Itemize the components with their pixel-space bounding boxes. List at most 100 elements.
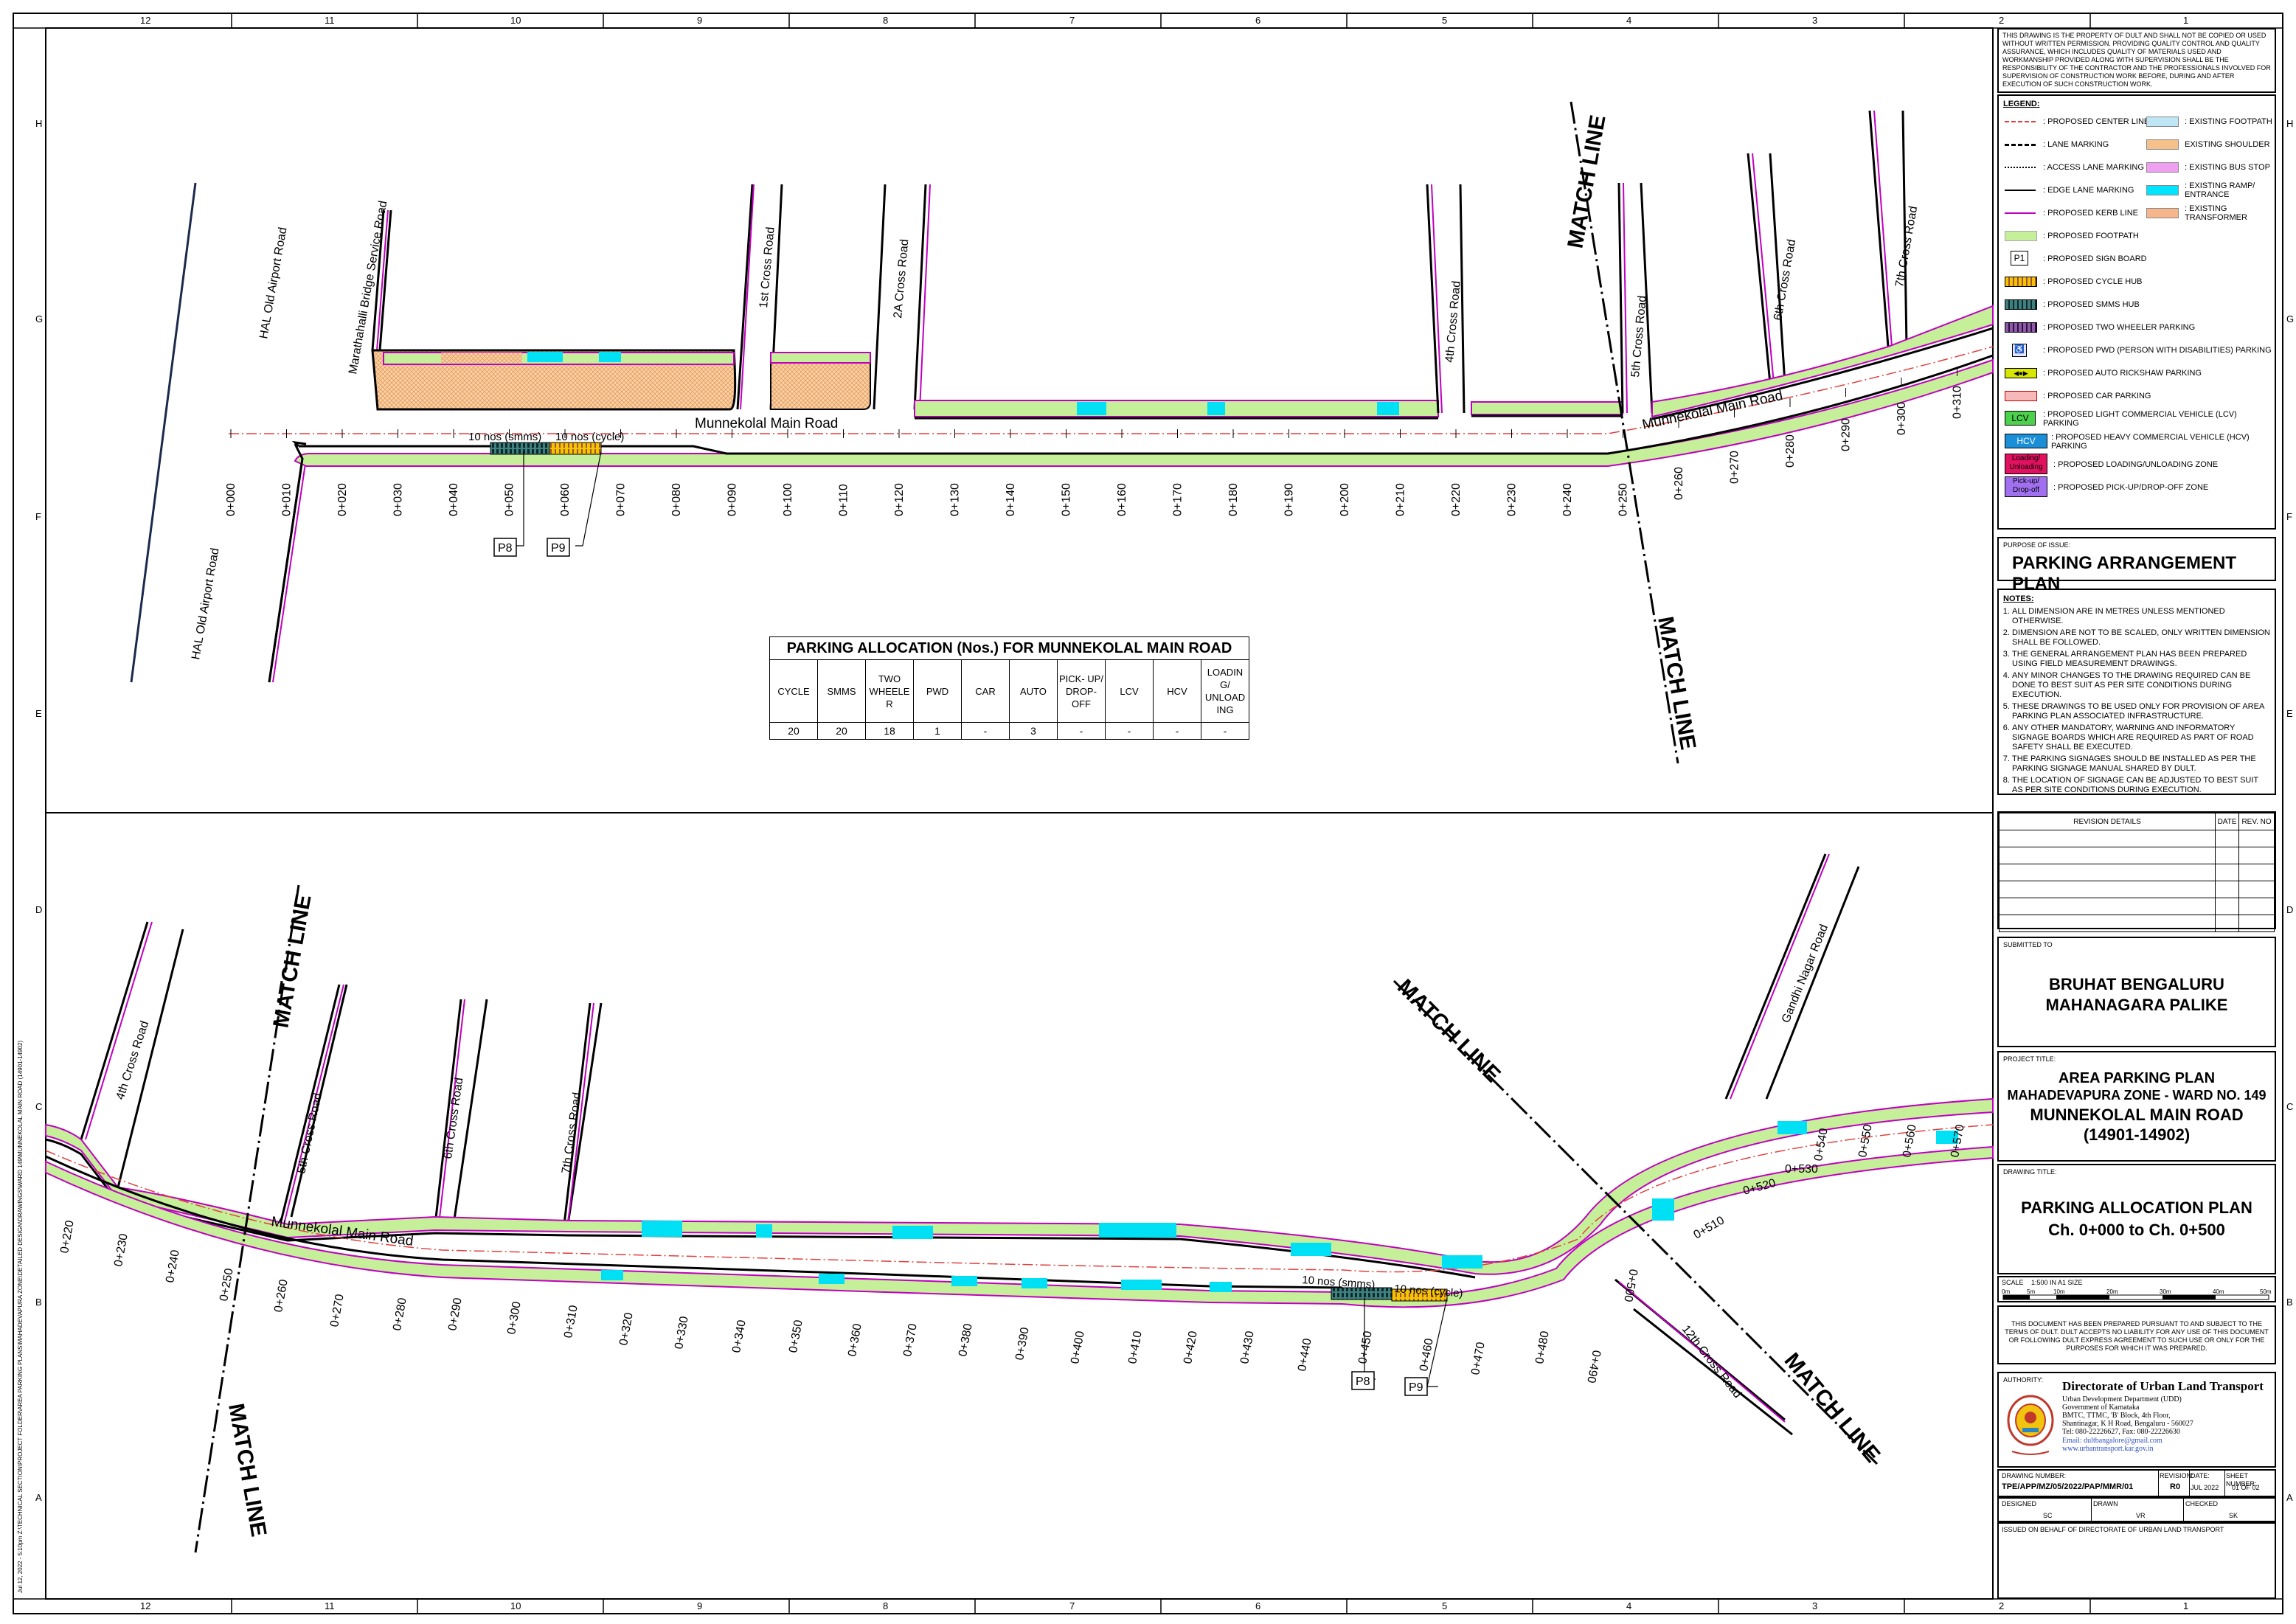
project-box: PROJECT TITLE: AREA PARKING PLAN MAHADEV… bbox=[1997, 1051, 2276, 1162]
legend-item-car: : PROPOSED CAR PARKING bbox=[2005, 388, 2151, 404]
grid-col-top: 3 bbox=[1812, 15, 1817, 26]
note-item: THE LOCATION OF SIGNAGE CAN BE ADJUSTED … bbox=[2012, 776, 2270, 795]
chainage-label: 0+060 bbox=[559, 483, 572, 516]
authority-line: Urban Development Department (UDD) bbox=[2062, 1395, 2182, 1403]
grid-row-left: E bbox=[35, 708, 42, 719]
legend-text: : ACCESS LANE MARKING bbox=[2043, 163, 2144, 172]
legend-item-ex_transformer: : EXISTING TRANSFORMER bbox=[2146, 204, 2273, 222]
scale-tick: 10m bbox=[2053, 1288, 2065, 1295]
allocation-value: - bbox=[961, 722, 1010, 740]
chainage-label: 0+360 bbox=[846, 1322, 864, 1357]
legend-text: EXISTING SHOULDER bbox=[2185, 140, 2270, 149]
chainage-label: 0+110 bbox=[838, 484, 850, 516]
lcv-icon: LCV bbox=[2005, 411, 2036, 426]
grid-col-top: 1 bbox=[2183, 15, 2188, 26]
legend-item-centerline: : PROPOSED CENTER LINE bbox=[2005, 114, 2149, 130]
purpose-box: PURPOSE OF ISSUE: PARKING ARRANGEMENT PL… bbox=[1997, 537, 2276, 594]
road-label-b-7th-cross: 7th Cross Road bbox=[560, 1092, 583, 1174]
allocation-table-title: PARKING ALLOCATION (Nos.) FOR MUNNEKOLAL… bbox=[769, 636, 1249, 660]
legend-item-lane: : LANE MARKING bbox=[2005, 136, 2109, 153]
scale-tick: 30m bbox=[2160, 1288, 2171, 1295]
chainage-label: 0+380 bbox=[957, 1322, 975, 1357]
chainage-label: 0+280 bbox=[391, 1297, 409, 1331]
legend-text: : PROPOSED PICK-UP/DROP-OFF ZONE bbox=[2053, 483, 2209, 492]
footpath-top-mid bbox=[914, 400, 1439, 417]
legend-text: : PROPOSED LOADING/UNLOADING ZONE bbox=[2053, 460, 2219, 469]
chainage-label: 0+050 bbox=[504, 483, 516, 516]
road-label-b-5th-cross: 5th Cross Road bbox=[295, 1092, 325, 1175]
note-item: ANY OTHER MANDATORY, WARNING AND INFORMA… bbox=[2012, 723, 2270, 752]
drawing-title-label: DRAWING TITLE: bbox=[2003, 1168, 2057, 1176]
hub-label-cycle-top: 10 nos (cycle) bbox=[555, 431, 624, 443]
road-label-b-4th-cross: 4th Cross Road bbox=[114, 1019, 152, 1101]
road-label-7th-cross: 7th Cross Road bbox=[1893, 205, 1920, 288]
grid-row-right: H bbox=[2286, 118, 2293, 129]
allocation-value: 1 bbox=[913, 722, 962, 740]
checked-value: SK bbox=[2229, 1512, 2238, 1519]
chainage-label: 0+480 bbox=[1533, 1330, 1552, 1364]
date-label: DATE: bbox=[2191, 1472, 2210, 1479]
chainage-label: 0+210 bbox=[1395, 483, 1407, 516]
authority-email[interactable]: Email: dultbangalore@gmail.com bbox=[2062, 1437, 2163, 1445]
hub-label-smms-bottom: 10 nos (smms) bbox=[1302, 1274, 1376, 1291]
chainage-label: 0+410 bbox=[1126, 1330, 1145, 1364]
submitted-box: SUBMITTED TO BRUHAT BENGALURU MAHANAGARA… bbox=[1997, 937, 2276, 1047]
drawing-title-box: DRAWING TITLE: PARKING ALLOCATION PLAN C… bbox=[1997, 1164, 2276, 1274]
legend-item-ex_shoulder: EXISTING SHOULDER bbox=[2146, 136, 2273, 153]
chainage-label: 0+510 bbox=[1692, 1214, 1727, 1241]
chainage-label: 0+470 bbox=[1469, 1341, 1488, 1375]
ex_busstop-icon bbox=[2146, 162, 2179, 173]
match-line-label-bottom-4: MATCH LINE bbox=[1780, 1348, 1885, 1467]
road-label-12th-cross: 12th Cross Road bbox=[1679, 1323, 1744, 1401]
revision-no-header: REV. NO bbox=[2238, 813, 2275, 830]
legend-text: : LANE MARKING bbox=[2043, 140, 2109, 149]
legend-item-smms: : PROPOSED SMMS HUB bbox=[2005, 296, 2140, 313]
project-line-4: (14901-14902) bbox=[2083, 1125, 2191, 1144]
note-item: THE PARKING SIGNAGES SHOULD BE INSTALLED… bbox=[2012, 754, 2270, 774]
edge-line bbox=[299, 354, 1994, 455]
chainage-label: 0+300 bbox=[505, 1300, 524, 1335]
chainage-label: 0+200 bbox=[1339, 483, 1351, 516]
legend-text: : EDGE LANE MARKING bbox=[2043, 186, 2134, 195]
legend-item-loading: Loading/ Unloading: PROPOSED LOADING/UNL… bbox=[2005, 454, 2219, 474]
chainage-label: 0+030 bbox=[392, 483, 405, 516]
legend-hcv-label: HCV bbox=[2005, 434, 2047, 448]
legend-title: LEGEND: bbox=[2003, 100, 2040, 108]
prepared-note: THIS DOCUMENT HAS BEEN PREPARED PURSUANT… bbox=[2005, 1320, 2269, 1352]
chainage-label: 0+020 bbox=[336, 483, 349, 516]
chainage-label: 0+460 bbox=[1418, 1337, 1436, 1372]
chainage-label: 0+160 bbox=[1116, 483, 1128, 516]
date-value: JUL 2022 bbox=[2191, 1484, 2219, 1491]
checked-label: CHECKED bbox=[2185, 1500, 2219, 1507]
grid-row-left: D bbox=[35, 904, 42, 915]
note-item: ALL DIMENSION ARE IN METRES UNLESS MENTI… bbox=[2012, 607, 2270, 626]
chainage-label: 0+190 bbox=[1283, 483, 1296, 516]
parking-allocation-table: PARKING ALLOCATION (Nos.) FOR MUNNEKOLAL… bbox=[769, 636, 1249, 740]
chainage-label: 0+340 bbox=[730, 1319, 749, 1353]
legend-item-edge: : EDGE LANE MARKING bbox=[2005, 182, 2134, 198]
legend-text: : PROPOSED KERB LINE bbox=[2043, 209, 2138, 218]
legend-text: : PROPOSED HEAVY COMMERCIAL VEHICLE (HCV… bbox=[2050, 433, 2250, 451]
chainage-label: 0+150 bbox=[1061, 483, 1073, 516]
legend-text: : PROPOSED CENTER LINE bbox=[2043, 117, 2150, 126]
authority-web[interactable]: www.urbantransport.kar.gov.in bbox=[2062, 1445, 2154, 1453]
allocation-header: CAR bbox=[961, 659, 1010, 723]
chainage-label: 0+550 bbox=[1856, 1123, 1875, 1158]
legend-item-access: : ACCESS LANE MARKING bbox=[2005, 159, 2144, 176]
purpose-label: PURPOSE OF ISSUE: bbox=[2003, 541, 2071, 549]
grid-col-top: 2 bbox=[1999, 15, 2004, 26]
chainage-label: 0+250 bbox=[1617, 483, 1630, 516]
note-item: DIMENSION ARE NOT TO BE SCALED, ONLY WRI… bbox=[2012, 628, 2270, 648]
disclaimer-box: THIS DRAWING IS THE PROPERTY OF DULT AND… bbox=[1997, 28, 2276, 93]
chainage-label: 0+000 bbox=[225, 483, 237, 516]
legend-item-twowheeler: : PROPOSED TWO WHEELER PARKING bbox=[2005, 319, 2195, 336]
scale-tick: 50m bbox=[2260, 1288, 2272, 1295]
allocation-value: - bbox=[1153, 722, 1201, 740]
notes-title: NOTES: bbox=[2003, 594, 2034, 603]
drawing-title-line-1: PARKING ALLOCATION PLAN bbox=[2021, 1198, 2252, 1217]
issued-text: ISSUED ON BEHALF OF DIRECTORATE OF URBAN… bbox=[2002, 1526, 2224, 1533]
chainage-label: 0+130 bbox=[949, 483, 962, 516]
cycle-icon bbox=[2005, 277, 2037, 287]
project-line-3: MUNNEKOLAL MAIN ROAD bbox=[2030, 1106, 2244, 1124]
